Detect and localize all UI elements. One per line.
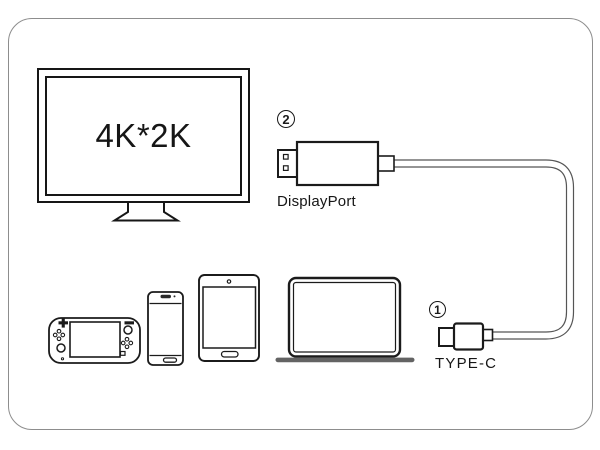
tablet-home-button (220, 350, 239, 358)
game-console-icon (48, 317, 141, 364)
tablet-icon (198, 274, 260, 362)
console-right-dpad (120, 336, 134, 350)
border-frame (8, 18, 593, 430)
typec-connector-icon (438, 322, 494, 351)
displayport-connector-icon (277, 140, 395, 187)
displayport-label: DisplayPort (277, 193, 356, 210)
step-1-badge: 1 (429, 301, 446, 318)
cable-icon (393, 159, 575, 340)
laptop-screen (292, 281, 397, 353)
laptop-base (275, 357, 415, 363)
phone-camera-dot (173, 295, 176, 298)
console-minus-button (124, 321, 134, 325)
monitor-screen: 4K*2K (45, 76, 242, 196)
tablet-screen (202, 286, 257, 349)
console-right-stick (123, 325, 133, 335)
console-capture-button (119, 350, 126, 356)
console-left-dpad (52, 328, 66, 342)
phone-speaker (160, 294, 171, 299)
laptop-icon (275, 276, 415, 363)
tablet-camera (226, 279, 232, 284)
console-home-dot (60, 357, 65, 361)
typec-label: TYPE-C (435, 355, 498, 372)
console-plus-button (58, 318, 68, 328)
monitor-stand-icon (111, 201, 181, 222)
displayport-pin-hole (282, 165, 289, 172)
console-screen (69, 321, 121, 358)
smartphone-icon (147, 291, 184, 366)
step-2-badge: 2 (277, 110, 295, 128)
displayport-pin-hole (282, 153, 289, 160)
phone-home-button (162, 357, 178, 363)
monitor-resolution-text: 4K*2K (95, 117, 192, 154)
console-left-stick (56, 343, 66, 353)
